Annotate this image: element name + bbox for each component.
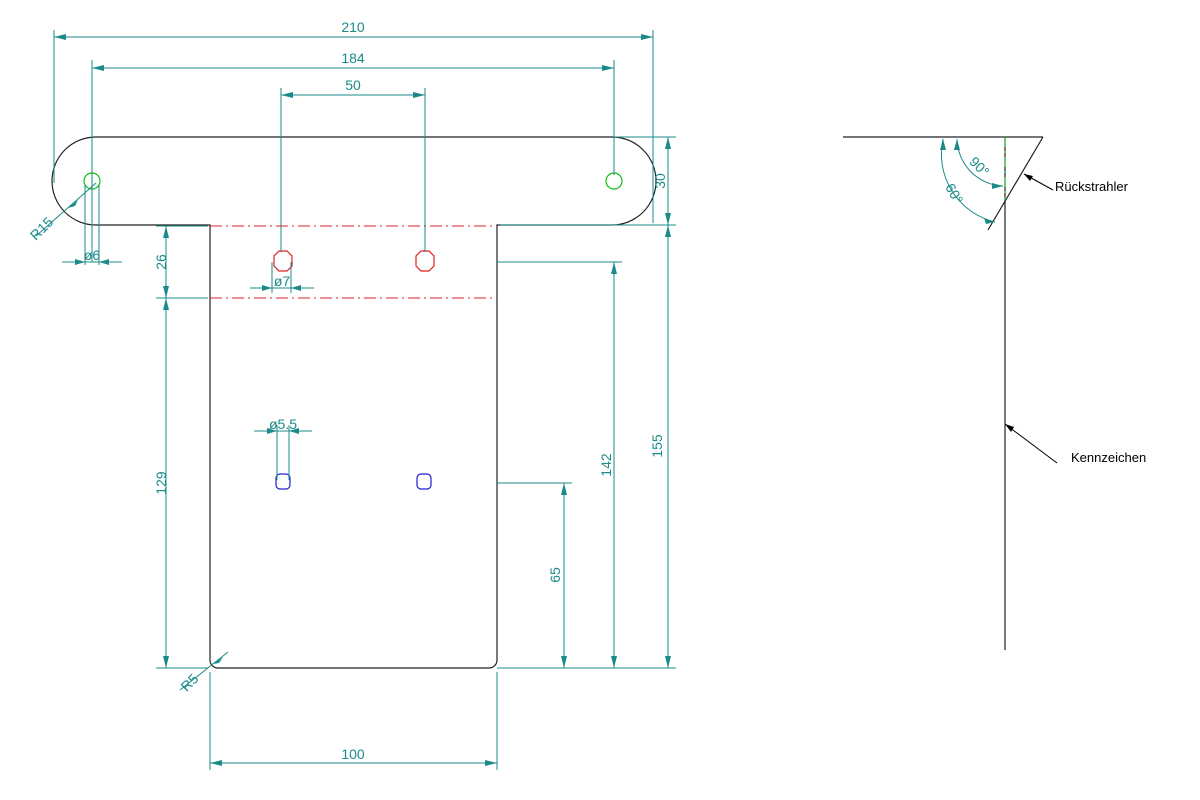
dim-upper-hole-dia: ø7 — [274, 273, 291, 289]
lower-hole-left — [275, 473, 291, 490]
dim-bar-height: 30 — [652, 173, 668, 189]
dim-upper-band-height: 26 — [153, 254, 169, 270]
dim-hole-spacing-upper: 50 — [345, 77, 361, 93]
side-angle-outer: 60° — [942, 180, 966, 206]
outer-hole-right — [605, 172, 623, 190]
leader-plate — [1004, 423, 1058, 464]
lower-hole-right — [416, 473, 432, 490]
upper-hole-left — [273, 250, 293, 272]
dim-lower-hole-height: 65 — [547, 567, 563, 583]
side-reflector-edge — [987, 136, 1044, 231]
label-plate: Kennzeichen — [1071, 450, 1146, 465]
front-view — [51, 136, 657, 669]
dim-outer-hole-dia: ø6 — [84, 247, 101, 263]
dim-line-corner-radius — [179, 651, 229, 691]
side-angle-inner: 90° — [966, 153, 992, 179]
dim-hole-spacing-outer: 184 — [341, 50, 365, 66]
dim-corner-radius: R5 — [177, 670, 201, 694]
dim-total-width: 210 — [341, 19, 365, 35]
dim-line-bar-radius — [35, 182, 97, 237]
dimensions: 210 184 50 30 R15 ø6 — [27, 19, 676, 770]
side-view: 90° 60° Rückstrahler Kennzeichen — [843, 136, 1146, 650]
mounting-bar-outline — [51, 136, 657, 669]
dim-plate-to-upper-holes: 142 — [598, 453, 614, 477]
upper-hole-right — [415, 250, 435, 272]
label-reflector: Rückstrahler — [1055, 179, 1129, 194]
dim-bar-radius: R15 — [27, 214, 57, 244]
dim-lower-hole-dia: ø5.5 — [269, 416, 297, 432]
dim-plate-height: 155 — [649, 434, 665, 458]
dim-plate-width: 100 — [341, 746, 365, 762]
angle-arc-outer — [940, 138, 996, 223]
dim-lower-section-height: 129 — [153, 471, 169, 495]
